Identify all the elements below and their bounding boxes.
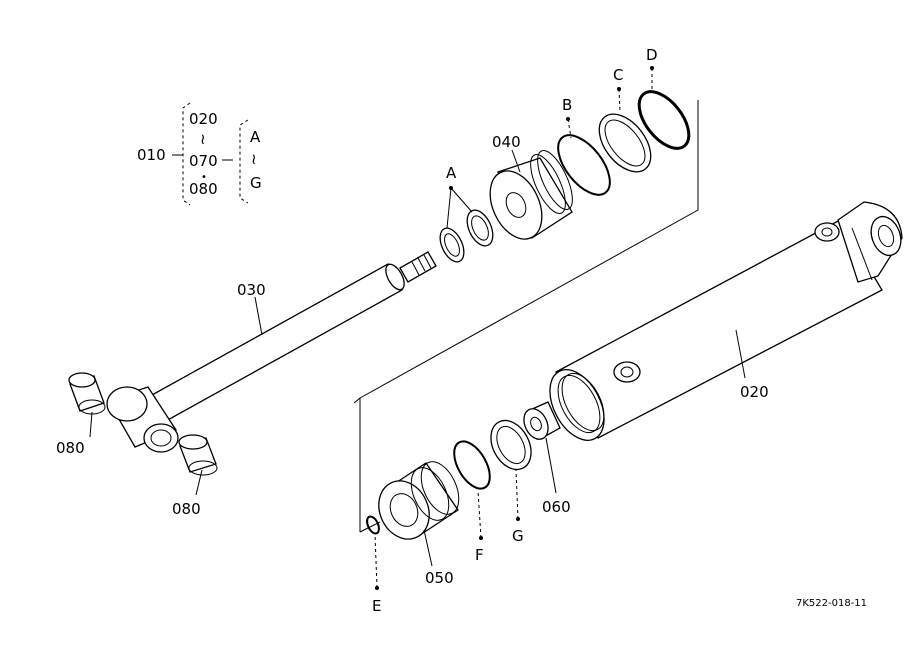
seal-a-rings [439, 209, 494, 263]
seal-b-ring [557, 134, 611, 196]
legend-dot: • [201, 172, 207, 183]
label-seal-a: A [446, 164, 457, 182]
legend-extra-label: 080 [189, 180, 218, 198]
seal-e-ring [366, 515, 380, 535]
piston-rod [106, 251, 437, 453]
legend-to-label: 070 [189, 152, 218, 170]
label-piston: 040 [492, 133, 521, 151]
label-seal-d: D [646, 46, 658, 64]
parts-legend: 010 020 ≀ 070 • 080 A ≀ G [137, 102, 262, 206]
assembly-frame [353, 100, 699, 533]
drawing-code: 7K522-018-11 [796, 598, 867, 609]
seal-c-ring [598, 113, 652, 173]
bushing-left [68, 372, 106, 415]
label-seal-b: B [562, 96, 572, 114]
bushing-right [178, 434, 218, 476]
seal-f-ring [453, 440, 491, 490]
label-cylinder-tube: 020 [740, 383, 769, 401]
legend-parent-label: 010 [137, 146, 166, 164]
label-bushing-left: 080 [56, 439, 85, 457]
label-seal-g: G [512, 527, 524, 545]
seal-d-ring [637, 90, 691, 150]
label-piston-rod: 030 [237, 281, 266, 299]
leader-lines [89, 66, 746, 590]
seal-g-ring [490, 419, 532, 471]
legend-seal-range-symbol: ≀ [251, 150, 257, 168]
part-labels: 030 040 020 080 080 050 060 A B C D E F … [56, 46, 867, 615]
cylinder-tube [549, 201, 903, 441]
legend-seal-from-label: A [250, 128, 261, 146]
piston [489, 150, 573, 240]
legend-range-symbol: ≀ [200, 130, 206, 148]
label-nut: 060 [542, 498, 571, 516]
nut [523, 401, 561, 440]
label-bushing-right: 080 [172, 500, 201, 518]
legend-seal-to-label: G [250, 174, 262, 192]
legend-from-label: 020 [189, 110, 218, 128]
rod-guide [378, 461, 460, 540]
label-rod-guide: 050 [425, 569, 454, 587]
label-seal-c: C [613, 66, 623, 84]
label-seal-f: F [475, 546, 484, 564]
label-seal-e: E [372, 597, 381, 615]
